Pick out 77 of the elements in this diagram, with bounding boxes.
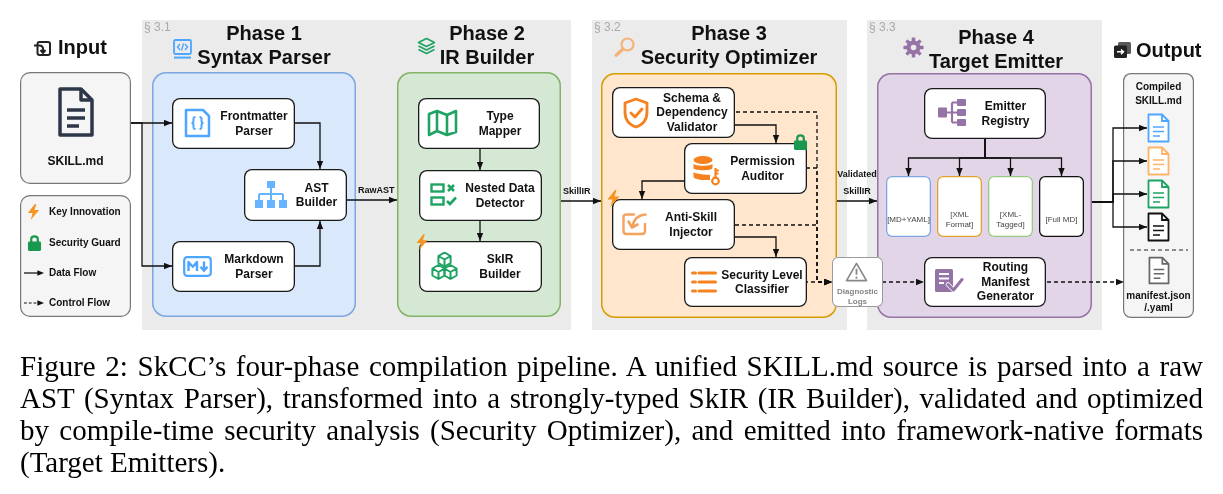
arrow: [734, 124, 780, 144]
legend-label: Key Innovation: [49, 205, 121, 219]
step-label: Security Level Classifier: [720, 267, 804, 297]
edge-label: Validated SkillIR: [836, 168, 878, 198]
edge-label: SkillIR: [563, 185, 591, 197]
step-label: SkIR Builder: [478, 252, 522, 281]
section-number: § 3.3: [869, 21, 896, 34]
arrow: [346, 196, 398, 204]
process-box: [684, 257, 807, 307]
process-box: [684, 143, 807, 194]
panel-heading: Compiled SKILL.md: [1134, 80, 1183, 108]
edge-label: RawAST: [358, 184, 395, 196]
step-label: Routing Manifest Generator: [975, 260, 1036, 304]
log-box: [832, 257, 883, 307]
phase-title: Syntax Parser: [197, 45, 331, 69]
arrow: [560, 197, 602, 205]
legend-label: Control Flow: [49, 296, 111, 310]
process-box: [418, 98, 540, 149]
arrow: [294, 122, 324, 170]
process-box: [419, 241, 542, 292]
arrow: [836, 197, 878, 205]
document-icon: [1147, 113, 1170, 143]
format-label: [MD+YAML]: [887, 214, 930, 225]
process-box: [172, 98, 295, 149]
arrow: [476, 220, 484, 242]
file-name: manifest.json /.yaml: [1125, 289, 1192, 315]
phase-number: Phase 4: [958, 25, 1034, 49]
arrow: [476, 148, 484, 171]
target-card: [886, 176, 931, 237]
phase-number: Phase 2: [449, 21, 525, 45]
format-label: [XML-Tagged]: [995, 209, 1026, 230]
dashed-arrow: [1045, 278, 1125, 286]
phase-title: IR Builder: [439, 45, 535, 69]
step-label: Frontmatter Parser: [219, 109, 289, 138]
phase-title: Security Optimizer: [640, 45, 818, 69]
section-number: § 3.1: [144, 21, 171, 34]
legend-label: Security Guard: [49, 236, 121, 250]
process-box: [244, 169, 347, 221]
process-box: [419, 170, 542, 221]
legend-label: Data Flow: [49, 266, 97, 280]
process-box: [924, 257, 1046, 307]
column-heading: Input: [58, 34, 107, 59]
process-box: [924, 88, 1046, 139]
step-label: Permission Auditor: [729, 154, 796, 183]
step-label: Nested Data Detector: [464, 181, 536, 210]
step-label: Anti-Skill Injector: [664, 210, 718, 239]
format-label: [XML Format]: [944, 209, 975, 230]
step-label: Emitter Registry: [980, 99, 1031, 128]
dashed-arrow: [882, 278, 925, 286]
target-card: [1039, 176, 1084, 237]
file-name: SKILL.md: [47, 153, 104, 169]
column-heading: Output: [1136, 37, 1202, 62]
phase-number: Phase 3: [691, 21, 767, 45]
arrow: [734, 236, 780, 258]
step-label: AST Builder: [294, 180, 339, 210]
arrow: [638, 180, 685, 200]
arrow: [294, 220, 324, 267]
format-label: [Full MD]: [1045, 214, 1078, 225]
log-label: Diagnostic Logs: [836, 286, 879, 307]
step-label: Schema & Dependency Validator: [655, 90, 729, 135]
step-label: Type Mapper: [477, 109, 523, 138]
process-box: [612, 199, 735, 250]
arrow: [130, 122, 173, 270]
target-card: [988, 176, 1033, 237]
document-icon: [1147, 179, 1170, 209]
phase-number: Phase 1: [226, 21, 302, 45]
figure-caption: Figure 2: SkCC’s four-phase compilation pipeline. A unified SKILL.md source is parsed into a raw AST (Syntax Parser), transformed into a strongly-typed SkIR (IR Builder), validated and optimized by compile-time security analysis (Security Optimizer), and emitted into framework-native formats (Target Emitters).: [20, 350, 1203, 478]
document-icon: [1147, 146, 1170, 176]
arrow: [984, 138, 1065, 177]
target-card: [937, 176, 982, 237]
dashed-arrow: [806, 278, 833, 286]
document-icon: [1147, 212, 1170, 242]
process-box: [612, 87, 735, 138]
step-label: Markdown Parser: [223, 252, 285, 281]
phase-title: Target Emitter: [928, 49, 1064, 73]
section-number: § 3.2: [594, 21, 621, 34]
process-box: [172, 241, 295, 292]
